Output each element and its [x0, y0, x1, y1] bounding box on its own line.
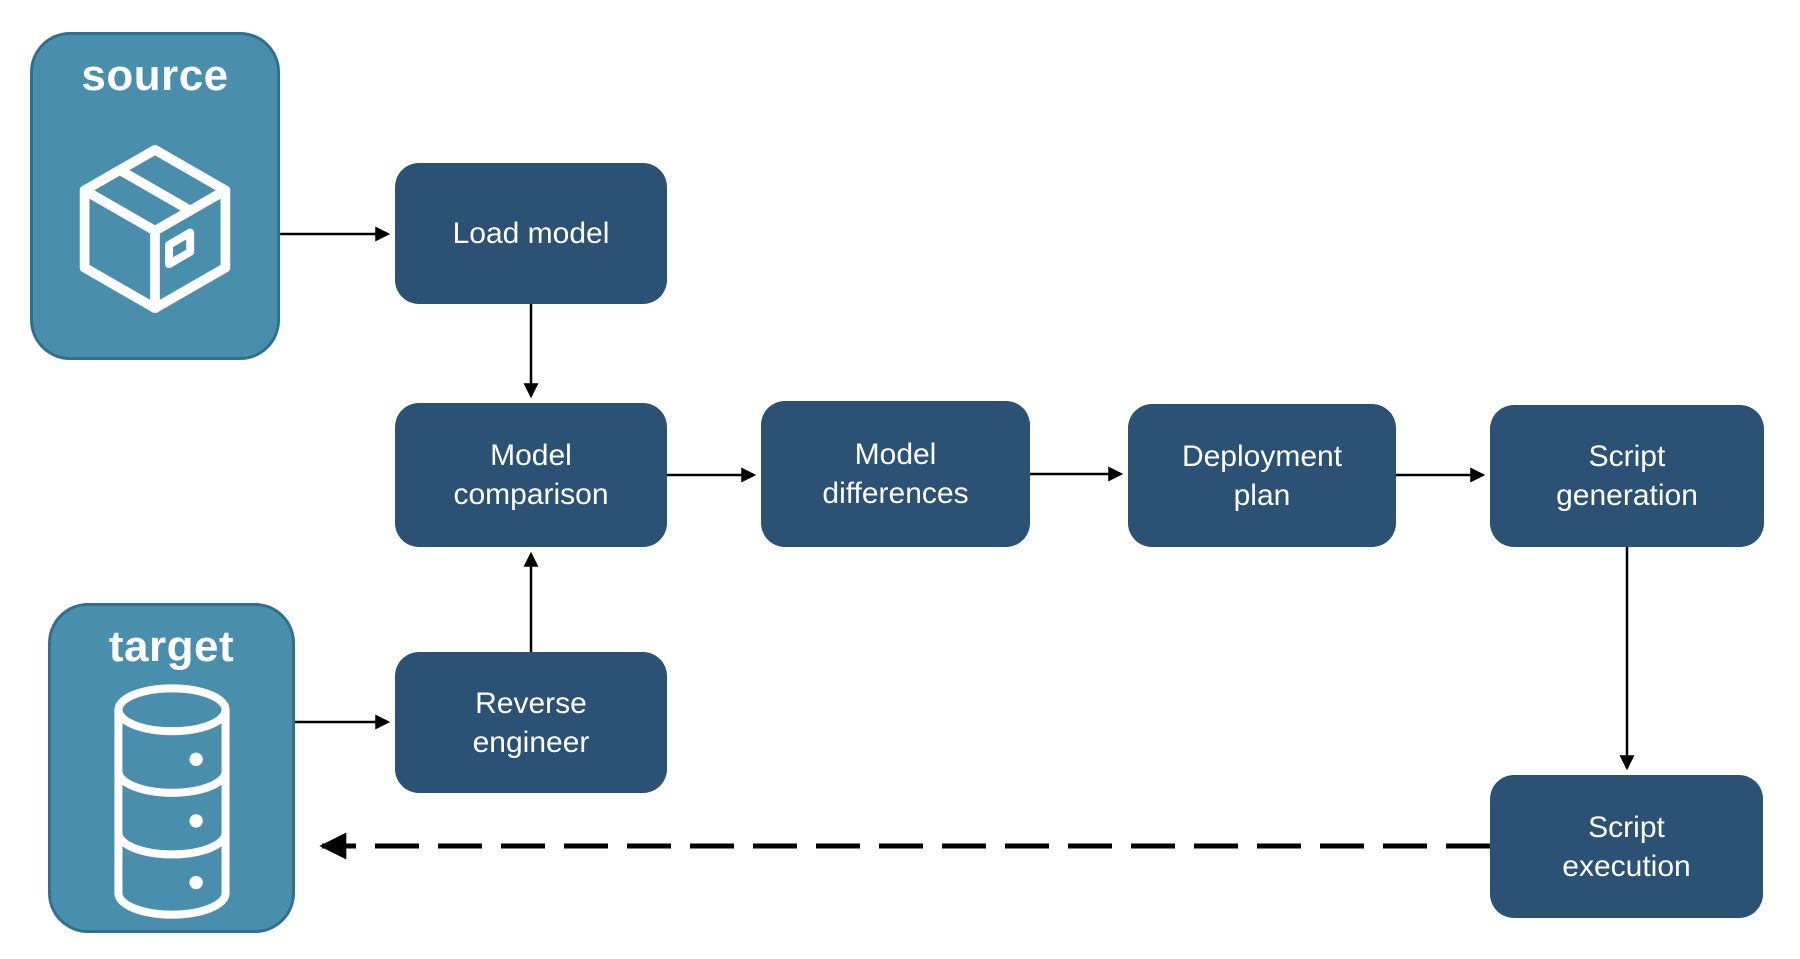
node-deployment-plan: Deployment plan — [1128, 404, 1396, 547]
node-script-execution: Script execution — [1490, 775, 1763, 918]
node-script-generation: Script generation — [1490, 405, 1764, 547]
package-icon — [67, 101, 243, 357]
source-label: source — [81, 51, 229, 100]
endpoint-source: source — [30, 32, 280, 360]
node-reverse-engineer: Reverse engineer — [395, 652, 667, 793]
node-model-comparison: Model comparison — [395, 403, 667, 547]
endpoint-target: target — [48, 603, 295, 933]
database-icon — [105, 672, 239, 930]
target-label: target — [108, 622, 235, 671]
node-model-differences: Model differences — [761, 401, 1030, 547]
node-load-model: Load model — [395, 163, 667, 304]
